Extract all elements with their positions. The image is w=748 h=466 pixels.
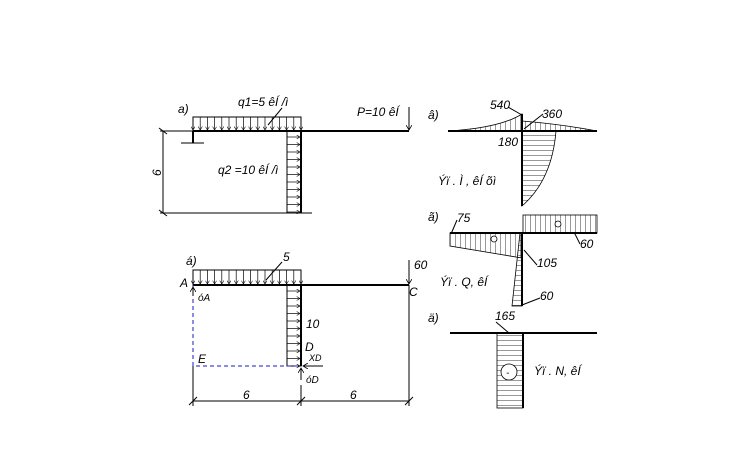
moment-label: â) <box>428 108 439 122</box>
moment-diagram: â) 540 360 180 Ýï . Ì , êÍ õì <box>428 98 598 207</box>
moment-value-180: 180 <box>498 135 518 149</box>
normal-value-165: 165 <box>495 309 515 323</box>
q1-label: q1=5 êÍ /ì <box>238 94 288 109</box>
span-dimension <box>188 285 414 406</box>
point-c-label: C <box>409 285 418 299</box>
shear-title: Ýï . Q, êÍ <box>440 274 489 289</box>
distributed-load-q2 <box>286 130 302 213</box>
shear-value-60-bottom: 60 <box>540 289 554 303</box>
distributed-load-top <box>193 269 301 286</box>
normal-title: Ýï . N, êÍ <box>534 363 582 378</box>
height-label: 6 <box>150 169 164 176</box>
reaction-xd-label: XD <box>308 353 322 363</box>
p-label: P=10 êÍ <box>357 104 400 119</box>
distributed-load-q1 <box>193 116 301 132</box>
distributed-load-side <box>286 284 302 366</box>
point-d-label: D <box>305 340 314 354</box>
scheme-b: á) 5 60 A C óA 10 D E XD óD 6 6 <box>179 250 428 406</box>
point-a-label: A <box>179 276 188 290</box>
reaction-yd-label: óD <box>306 375 319 386</box>
scheme-a: a) q1=5 êÍ /ì P=10 êÍ q2 =10 êÍ /ì 6 <box>150 94 409 217</box>
span-left-label: 6 <box>243 388 250 402</box>
span-right-label: 6 <box>350 388 357 402</box>
moment-value-360: 360 <box>542 107 562 121</box>
support-left <box>181 131 204 144</box>
normal-sign: - <box>506 368 510 379</box>
scheme-a-label: a) <box>178 102 189 116</box>
shear-value-105: 105 <box>537 256 557 270</box>
normal-diagram: - ä) 165 Ýï . N, êÍ <box>428 309 597 409</box>
force-c-label: 60 <box>414 258 428 272</box>
q-side-label: 10 <box>306 317 320 331</box>
shear-value-60-top: 60 <box>580 237 594 251</box>
q-top-label: 5 <box>283 250 290 264</box>
moment-value-540: 540 <box>490 98 510 112</box>
scheme-b-label: á) <box>186 254 197 268</box>
reaction-ya-label: óA <box>198 293 211 304</box>
q2-label: q2 =10 êÍ /ì <box>218 162 278 177</box>
normal-label: ä) <box>428 311 439 325</box>
height-dimension <box>158 127 287 217</box>
point-e-label: E <box>198 352 207 366</box>
moment-title: Ýï . Ì , êÍ õì <box>438 173 496 188</box>
shear-diagram: ã) 75 60 105 60 Ýï . Q, êÍ <box>428 210 598 307</box>
shear-label: ã) <box>428 210 439 224</box>
shear-value-75: 75 <box>457 211 471 225</box>
